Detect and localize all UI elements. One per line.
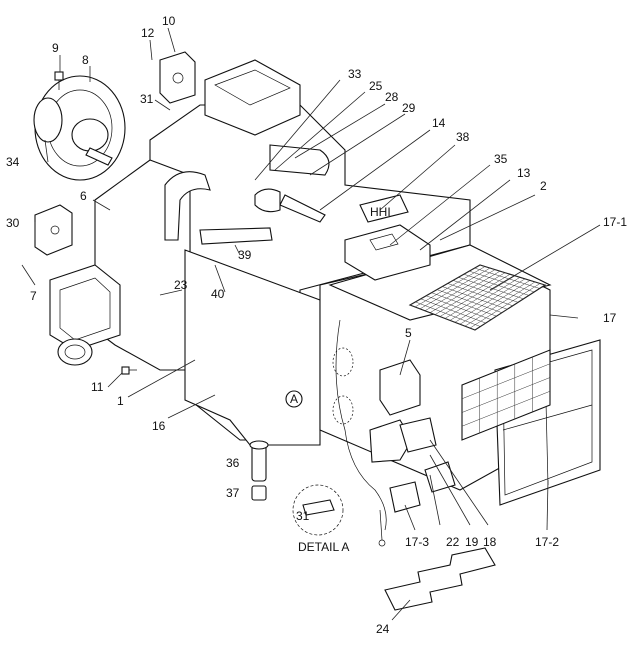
label-2: 2	[540, 179, 547, 193]
label-6: 6	[80, 189, 87, 203]
core-grid-line	[474, 284, 546, 331]
label-19: 19	[465, 535, 479, 549]
panel-grid-line	[461, 363, 551, 399]
core-grid-line	[449, 277, 521, 321]
label-11: 11	[91, 380, 104, 394]
label-25: 25	[369, 79, 383, 93]
label-36: 36	[226, 456, 240, 470]
label-40: 40	[211, 287, 225, 301]
label-8: 8	[82, 53, 89, 67]
core-grid-line	[426, 295, 492, 320]
drain-cap	[251, 485, 267, 501]
label-17-1: 17-1	[603, 215, 627, 229]
core-grid-line	[420, 298, 486, 324]
label-17-3: 17-3	[405, 535, 429, 549]
label-14: 14	[432, 116, 446, 130]
heater-pipes	[164, 144, 330, 245]
brand-plate-text: HHI	[370, 205, 391, 219]
core-grid-line	[464, 281, 536, 327]
insulator-pad	[384, 547, 496, 611]
screw-11	[121, 366, 137, 375]
label-7: 7	[30, 289, 37, 303]
label-24: 24	[376, 622, 390, 636]
part-labels: 9 8 10 12 31 33 25 28 29 14 38 35 13 2 1…	[6, 14, 627, 636]
core-grid-line	[459, 280, 531, 325]
detail-markers: A	[285, 347, 354, 425]
evaporator-core	[408, 264, 547, 331]
label-39: 39	[238, 248, 252, 262]
panel-grid-line	[461, 391, 551, 427]
label-31-top: 31	[140, 92, 154, 106]
panel-grid	[461, 357, 551, 433]
label-13: 13	[517, 166, 531, 180]
label-23: 23	[174, 278, 188, 292]
core-grid-line	[479, 264, 546, 286]
panel-grid-line	[461, 377, 551, 413]
core-grid-line	[415, 301, 481, 327]
label-30: 30	[6, 216, 20, 230]
core-grid-line	[447, 283, 513, 307]
label-9: 9	[52, 41, 59, 55]
core-grid	[409, 264, 546, 331]
core-grid-line	[454, 278, 526, 323]
label-22: 22	[446, 535, 460, 549]
core-grid-line	[431, 292, 497, 317]
drain-hose	[249, 440, 269, 482]
core-grid-line	[452, 280, 519, 303]
label-35: 35	[494, 152, 508, 166]
core-grid-line	[409, 304, 476, 331]
blower-motor	[33, 75, 126, 181]
core-grid-line	[424, 269, 496, 311]
label-28: 28	[385, 90, 399, 104]
core-grid-line	[429, 270, 501, 313]
detail-a-caption: DETAIL A	[298, 540, 349, 554]
actuator-top	[159, 51, 196, 104]
core-grid-line	[474, 267, 540, 289]
label-10: 10	[162, 14, 176, 28]
core-grid-line	[409, 264, 481, 306]
label-38: 38	[456, 130, 470, 144]
core-grid-line	[414, 266, 486, 308]
actuator-left	[34, 204, 73, 256]
label-18: 18	[483, 535, 497, 549]
core-grid-line	[436, 289, 503, 313]
label-31-detail: 31	[296, 509, 310, 523]
core-grid-line	[458, 277, 524, 300]
leader-lines	[21, 27, 601, 621]
label-17: 17	[603, 311, 617, 325]
core-grid-line	[439, 274, 511, 317]
brand-plate: HHI	[359, 194, 409, 223]
lower-harness	[335, 319, 456, 547]
detail-a-inset: DETAIL A	[292, 484, 349, 554]
label-17-2: 17-2	[535, 535, 559, 549]
label-16: 16	[152, 419, 166, 433]
core-grid-line	[463, 273, 529, 296]
callout-a-label: A	[290, 392, 298, 406]
screw-9	[54, 71, 64, 90]
label-34: 34	[6, 155, 20, 169]
core-grid-line	[419, 267, 491, 310]
core-grid-line	[434, 272, 506, 315]
control-module	[344, 224, 431, 281]
label-29: 29	[402, 101, 416, 115]
core-grid-line	[444, 275, 516, 319]
core-grid-line	[469, 283, 541, 329]
core-grid-line	[442, 286, 508, 310]
label-37: 37	[226, 486, 240, 500]
label-12: 12	[141, 26, 155, 40]
label-33: 33	[348, 67, 362, 81]
front-grid-panel	[461, 349, 551, 441]
core-grid-line	[469, 270, 535, 293]
label-1: 1	[117, 394, 124, 408]
label-5: 5	[405, 326, 412, 340]
